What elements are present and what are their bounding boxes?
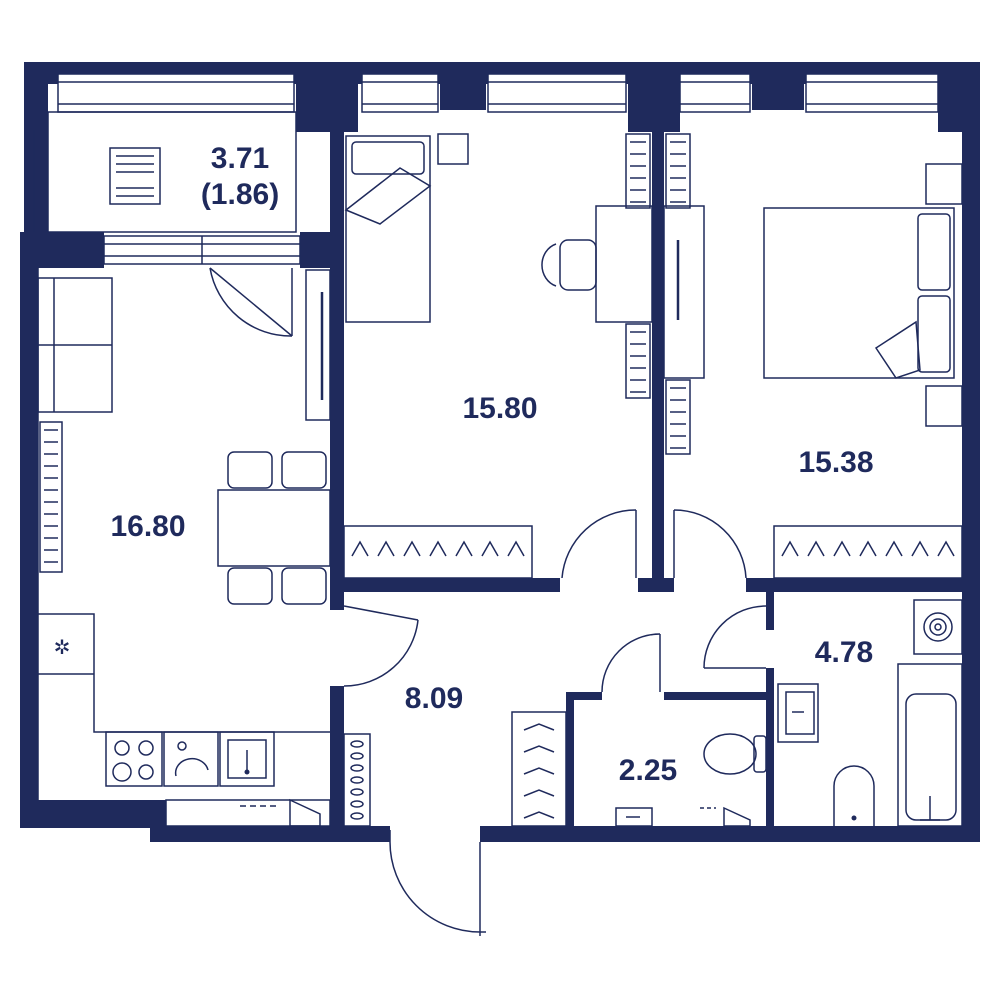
nightstand-icon bbox=[437, 133, 469, 165]
radiator-icon bbox=[625, 323, 651, 399]
door-icon bbox=[703, 605, 767, 669]
nightstand-icon bbox=[925, 163, 963, 205]
bathroom: 4.78 bbox=[703, 599, 963, 827]
radiator-icon bbox=[625, 133, 651, 209]
bedroom-1: 15.80 bbox=[343, 133, 653, 579]
bedroom-1-area-label: 15.80 bbox=[462, 392, 537, 425]
double-bed-icon bbox=[763, 207, 955, 379]
bedroom-2-area-label: 15.38 bbox=[798, 446, 873, 479]
window-icon bbox=[487, 73, 627, 113]
windows bbox=[57, 73, 939, 265]
nightstand-icon bbox=[925, 385, 963, 427]
sink-icon bbox=[777, 683, 819, 743]
toilet-icon bbox=[833, 765, 875, 826]
stove-icon bbox=[105, 731, 163, 787]
window-icon bbox=[103, 235, 301, 265]
dining-table-icon bbox=[217, 451, 331, 605]
window-icon bbox=[361, 73, 439, 113]
shoe-rack-icon bbox=[343, 733, 371, 827]
door-icon bbox=[343, 605, 419, 687]
toilet-room: 2.25 bbox=[601, 633, 767, 827]
wardrobe-icon bbox=[511, 711, 567, 827]
toilet-icon bbox=[703, 733, 767, 775]
window-icon bbox=[57, 73, 295, 113]
hallway: 8.09 bbox=[343, 605, 567, 936]
kitchen-living-room: 16.80 ✲ bbox=[37, 267, 331, 827]
washing-machine-icon bbox=[913, 599, 963, 655]
fridge-icon: ✲ bbox=[54, 635, 71, 659]
dishwasher-icon bbox=[163, 731, 219, 787]
toilet-area-label: 2.25 bbox=[619, 754, 677, 787]
sofa-icon bbox=[37, 277, 113, 413]
sink-icon bbox=[615, 807, 653, 827]
door-icon bbox=[673, 509, 747, 579]
desk-icon bbox=[595, 205, 653, 323]
door-icon bbox=[601, 633, 661, 693]
bathroom-area-label: 4.78 bbox=[815, 636, 873, 669]
radiator-icon bbox=[665, 379, 691, 455]
bedroom-2: 15.38 bbox=[663, 133, 963, 579]
hallway-area-label: 8.09 bbox=[405, 682, 463, 715]
wardrobe-icon bbox=[773, 525, 963, 579]
lounge-chair-icon bbox=[109, 147, 161, 205]
balcony-reduced-area-label: (1.86) bbox=[201, 178, 279, 211]
walls bbox=[20, 62, 980, 842]
radiator-icon bbox=[665, 133, 691, 209]
balcony-area-label: 3.71 bbox=[211, 142, 269, 175]
chair-icon bbox=[541, 239, 597, 291]
kitchen-living-area-label: 16.80 bbox=[110, 510, 185, 543]
window-icon bbox=[805, 73, 939, 113]
door-icon bbox=[561, 509, 637, 579]
radiator-icon bbox=[39, 421, 63, 573]
entrance-door-icon bbox=[389, 830, 486, 936]
bathtub-icon bbox=[897, 663, 963, 827]
utility-niche bbox=[700, 806, 751, 827]
sink-icon bbox=[219, 731, 275, 787]
tv-stand-icon bbox=[663, 205, 705, 379]
window-icon bbox=[679, 73, 751, 113]
bed-icon bbox=[344, 135, 432, 323]
utility-niche bbox=[165, 798, 331, 827]
door-icon bbox=[209, 267, 293, 337]
wardrobe-icon bbox=[343, 525, 533, 579]
balcony: 3.71 (1.86) bbox=[33, 111, 297, 233]
kitchen-counter: ✲ bbox=[38, 613, 330, 733]
tv-stand-icon bbox=[305, 269, 331, 421]
